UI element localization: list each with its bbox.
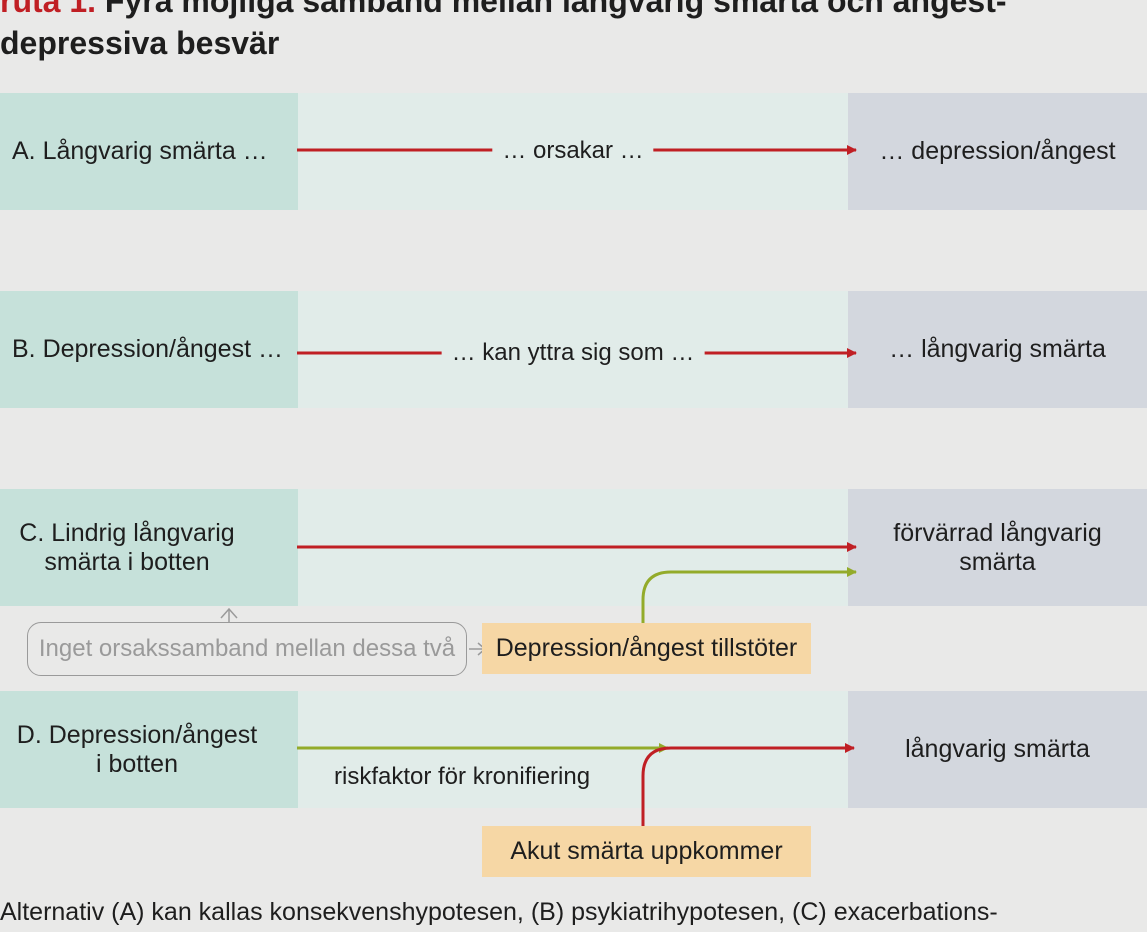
row-c-baseline-box: C. Lindrig långvarig smärta i botten — [0, 489, 298, 606]
row-b-relation-label: … kan yttra sig som … — [441, 339, 705, 367]
title-line-1: Fyra möjliga samband mellan långvarig sm… — [104, 0, 1007, 19]
title-line-2: depressiva besvär — [0, 25, 280, 61]
row-a-cause-box: A. Långvarig smärta … — [0, 93, 298, 210]
row-a-effect-box: … depression/ångest — [848, 93, 1147, 210]
row-c-effect-box: förvärrad långvarig smärta — [848, 489, 1147, 606]
no-causal-note: Inget orsakssamband mellan dessa två — [27, 622, 467, 676]
row-b-effect-box: … långvarig smärta — [848, 291, 1147, 408]
depression-onset-box: Depression/ångest tillstöter — [482, 623, 811, 674]
figure-caption: Alternativ (A) kan kallas konsekvenshypo… — [0, 898, 998, 926]
figure-title: ruta 1. Fyra möjliga samband mellan lång… — [0, 0, 1147, 64]
figure-number: ruta 1. — [0, 0, 97, 19]
row-d-baseline-box: D. Depression/ångest i botten — [0, 691, 298, 808]
row-b-cause-box: B. Depression/ångest … — [0, 291, 298, 408]
row-d-effect-box: långvarig smärta — [848, 691, 1147, 808]
risk-factor-label: riskfaktor för kronifiering — [334, 763, 591, 790]
row-c-green-arrow — [641, 567, 857, 623]
row-d-red-arrow — [641, 743, 855, 826]
acute-pain-onset-box: Akut smärta uppkommer — [482, 826, 811, 877]
row-a-relation-label: … orsakar … — [492, 137, 654, 165]
